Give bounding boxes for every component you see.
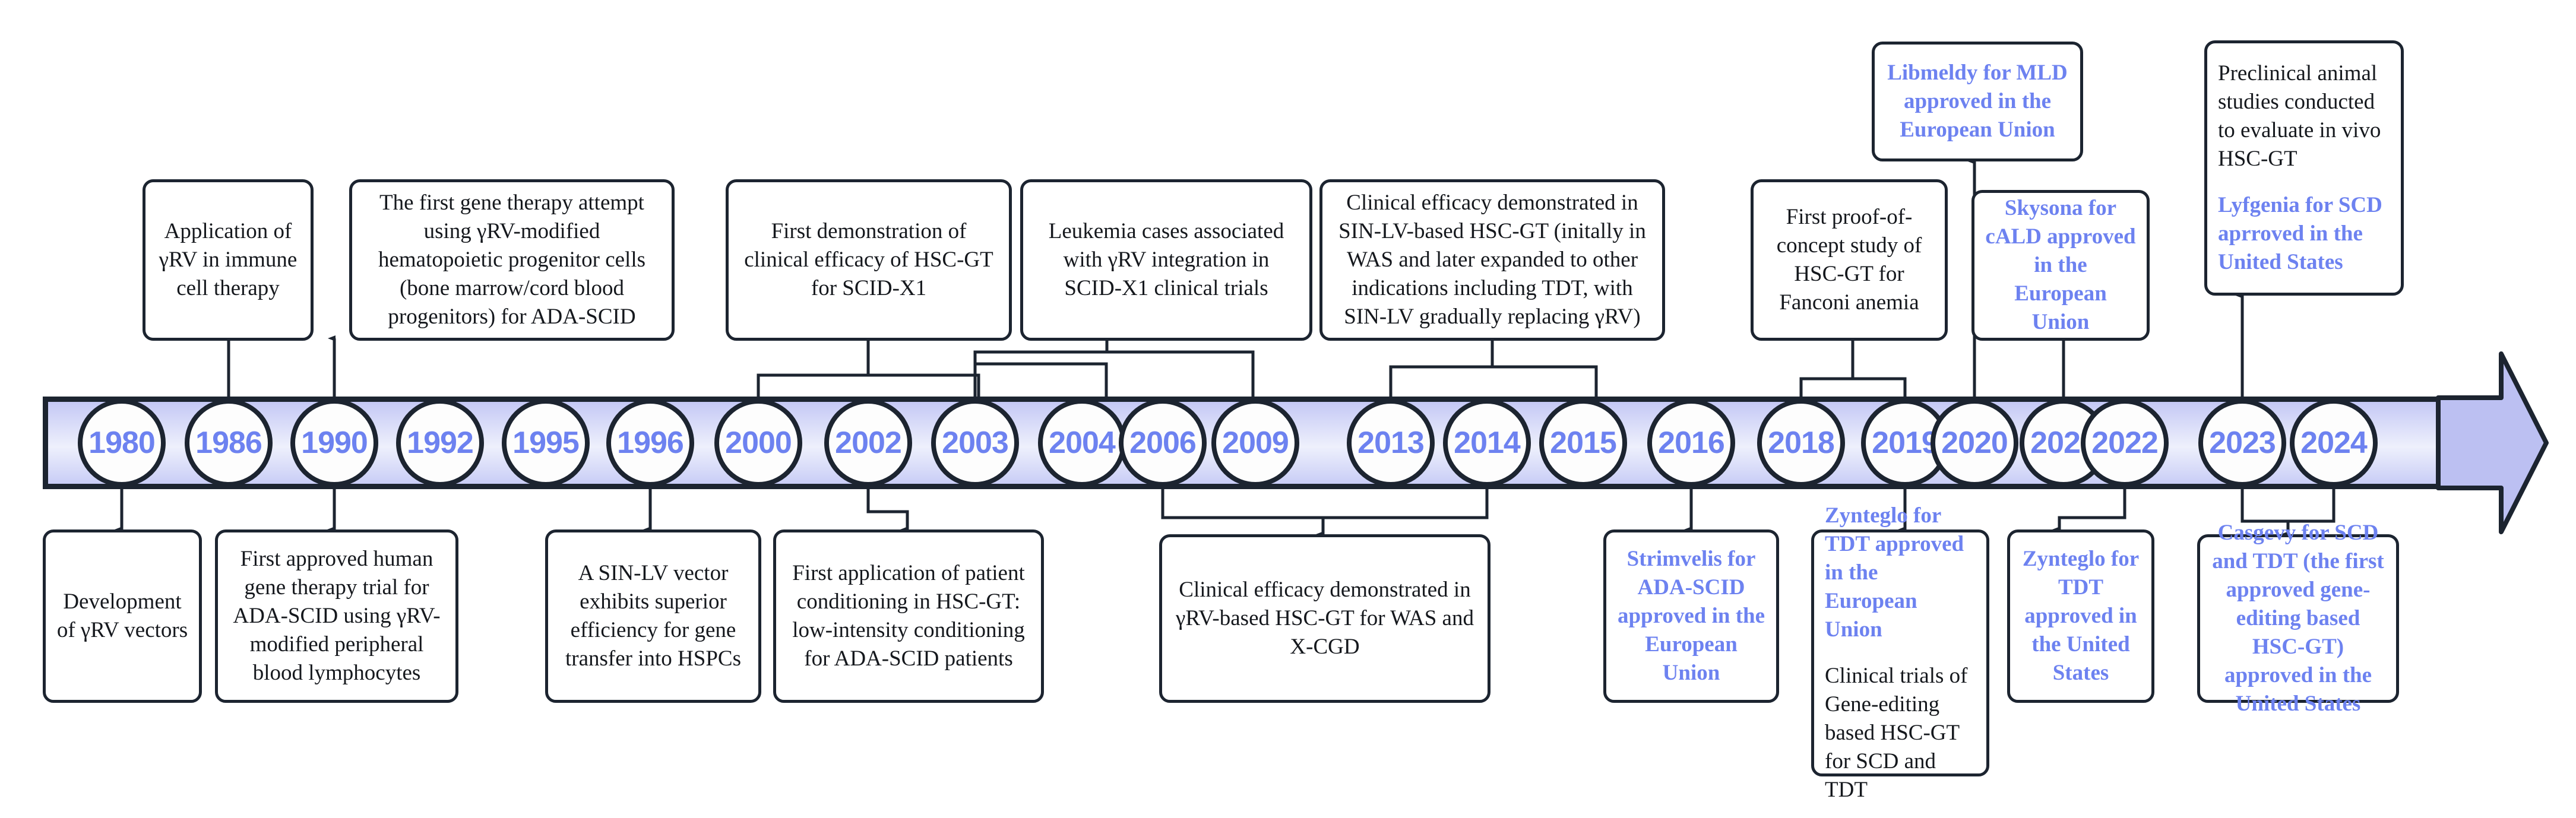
year-label: 2020 xyxy=(1941,426,2008,460)
year-label: 2014 xyxy=(1454,426,1521,460)
year-marker-2016[interactable]: 2016 xyxy=(1647,399,1735,487)
event-box-first-gt-attempt-ada-scid[interactable]: The first gene therapy attempt using γRV… xyxy=(349,179,675,341)
year-marker-2006[interactable]: 2006 xyxy=(1119,399,1207,487)
event-text: Clinical efficacy demonstrated in SIN-LV… xyxy=(1338,190,1646,329)
event-box-development-grv-vectors[interactable]: Development of γRV vectors xyxy=(43,530,202,703)
event-text: Zynteglo for TDT approved in the United … xyxy=(2022,546,2140,686)
year-marker-1980[interactable]: 1980 xyxy=(78,399,166,487)
year-marker-2023[interactable]: 2023 xyxy=(2198,399,2286,487)
event-text: First application of patient conditionin… xyxy=(792,560,1025,671)
year-marker-1986[interactable]: 1986 xyxy=(185,399,273,487)
year-label: 2022 xyxy=(2091,426,2159,460)
year-label: 2018 xyxy=(1768,426,1835,460)
year-label: 2019 xyxy=(1872,426,1939,460)
event-box-zynteglo-tdt-us[interactable]: Zynteglo for TDT approved in the United … xyxy=(2007,530,2154,703)
event-text: Leukemia cases associated with γRV integ… xyxy=(1048,218,1284,301)
year-marker-2018[interactable]: 2018 xyxy=(1757,399,1845,487)
event-box-sin-lv-efficacy[interactable]: Clinical efficacy demonstrated in SIN-LV… xyxy=(1319,179,1665,341)
year-marker-2004[interactable]: 2004 xyxy=(1038,399,1126,487)
year-marker-2000[interactable]: 2000 xyxy=(714,399,802,487)
year-label: 2004 xyxy=(1049,426,1116,460)
year-marker-2014[interactable]: 2014 xyxy=(1443,399,1531,487)
event-box-preclinical-invivo-and-lyfgenia[interactable]: Preclinical animal studies conducted to … xyxy=(2204,40,2404,296)
timeline-arrowhead-icon xyxy=(2436,351,2549,534)
event-text-secondary: Clinical trials of Gene-editing based HS… xyxy=(1825,664,1968,803)
year-label: 2013 xyxy=(1357,426,1425,460)
event-text: The first gene therapy attempt using γRV… xyxy=(378,190,646,329)
year-label: 2006 xyxy=(1129,426,1197,460)
event-box-leukemia-cases-scid-x1[interactable]: Leukemia cases associated with γRV integ… xyxy=(1020,179,1312,341)
year-label: 2002 xyxy=(835,426,902,460)
event-text: Strimvelis for ADA-SCID approved in the … xyxy=(1617,546,1765,686)
event-box-libmeldy-mld-eu[interactable]: Libmeldy for MLD approved in the Europea… xyxy=(1872,42,2083,161)
year-marker-2009[interactable]: 2009 xyxy=(1211,399,1299,487)
event-text: Preclinical animal studies conducted to … xyxy=(2218,61,2381,171)
year-marker-1990[interactable]: 1990 xyxy=(290,399,378,487)
year-label: 1986 xyxy=(195,426,262,460)
year-marker-2013[interactable]: 2013 xyxy=(1347,399,1435,487)
year-marker-2002[interactable]: 2002 xyxy=(824,399,912,487)
event-text: Skysona for cALD approved in the Europea… xyxy=(1985,195,2136,335)
event-box-casgevy-scd-tdt-us[interactable]: Casgevy for SCD and TDT (the first appro… xyxy=(2197,521,2399,716)
event-text: First approved human gene therapy trial … xyxy=(233,546,441,686)
year-label: 2009 xyxy=(1222,426,1289,460)
year-label: 2003 xyxy=(942,426,1009,460)
year-marker-2022[interactable]: 2022 xyxy=(2081,399,2169,487)
year-label: 1980 xyxy=(88,426,156,460)
event-text-secondary: Lyfgenia for SCD aprroved in the United … xyxy=(2218,193,2382,275)
year-label: 2023 xyxy=(2209,426,2276,460)
event-box-sin-lv-vector-superior[interactable]: A SIN-LV vector exhibits superior effici… xyxy=(545,530,761,703)
year-label: 2024 xyxy=(2300,426,2368,460)
year-label: 1992 xyxy=(407,426,474,460)
event-text: First proof-of-concept study of HSC-GT f… xyxy=(1776,204,1922,315)
year-marker-2020[interactable]: 2020 xyxy=(1931,399,2018,487)
event-text: A SIN-LV vector exhibits superior effici… xyxy=(565,560,741,671)
event-box-first-approved-human-trial[interactable]: First approved human gene therapy trial … xyxy=(215,530,458,703)
event-text: Application of γRV in immune cell therap… xyxy=(159,218,298,301)
event-box-fanconi-poc[interactable]: First proof-of-concept study of HSC-GT f… xyxy=(1751,179,1948,341)
year-marker-2024[interactable]: 2024 xyxy=(2290,399,2378,487)
year-label: 1990 xyxy=(301,426,368,460)
year-marker-2015[interactable]: 2015 xyxy=(1539,399,1627,487)
event-box-strimvelis-ada-scid-eu[interactable]: Strimvelis for ADA-SCID approved in the … xyxy=(1603,530,1779,703)
event-text: Development of γRV vectors xyxy=(56,589,188,642)
year-marker-1996[interactable]: 1996 xyxy=(606,399,694,487)
year-marker-2003[interactable]: 2003 xyxy=(931,399,1019,487)
year-marker-1995[interactable]: 1995 xyxy=(502,399,590,487)
event-box-app-grv-immune[interactable]: Application of γRV in immune cell therap… xyxy=(143,179,314,341)
event-box-zynteglo-tdt-eu-and-editing-trials[interactable]: Zynteglo for TDT approved in the Europea… xyxy=(1811,503,1989,802)
year-label: 1996 xyxy=(617,426,684,460)
event-box-patient-conditioning[interactable]: First application of patient conditionin… xyxy=(773,530,1044,703)
event-text: Clinical efficacy demonstrated in γRV-ba… xyxy=(1176,577,1474,660)
year-label: 2000 xyxy=(725,426,792,460)
event-text: Casgevy for SCD and TDT (the first appro… xyxy=(2212,520,2384,716)
event-box-grv-was-xcgd[interactable]: Clinical efficacy demonstrated in γRV-ba… xyxy=(1159,534,1490,703)
event-text: Zynteglo for TDT approved in the Europea… xyxy=(1825,503,1964,642)
year-label: 2015 xyxy=(1550,426,1617,460)
year-label: 2016 xyxy=(1658,426,1725,460)
year-marker-1992[interactable]: 1992 xyxy=(396,399,484,487)
event-box-skysona-cald-eu[interactable]: Skysona for cALD approved in the Europea… xyxy=(1971,190,2150,341)
event-text: Libmeldy for MLD approved in the Europea… xyxy=(1887,60,2068,142)
event-text: First demonstration of clinical efficacy… xyxy=(744,218,993,301)
event-box-first-demo-scid-x1[interactable]: First demonstration of clinical efficacy… xyxy=(726,179,1012,341)
year-label: 1995 xyxy=(512,426,580,460)
